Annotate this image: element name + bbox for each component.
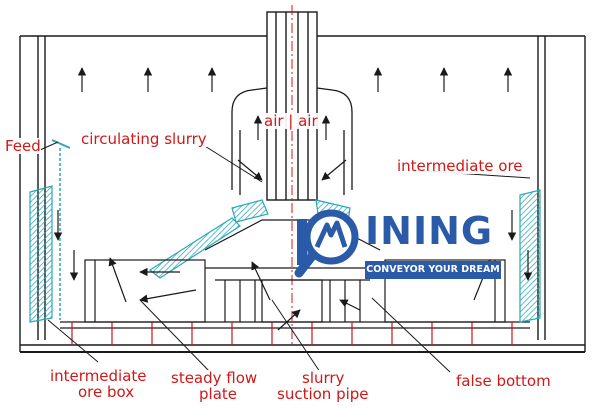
leader-lines bbox=[39, 141, 531, 373]
standpipe-housing bbox=[231, 87, 353, 195]
label-steady-flow-plate: steady flow plate bbox=[171, 369, 258, 403]
logo-slogan: CONVEYOR YOUR DREAM bbox=[365, 261, 501, 279]
logo-magnifier-icon bbox=[294, 209, 359, 278]
label-intermediate-ore-box: intermediate ore box bbox=[50, 368, 147, 400]
label-intermediate-ore-box-line2: ore box bbox=[78, 383, 135, 401]
label-steady-flow-plate-line1: steady flow bbox=[171, 369, 258, 387]
label-feed: Feed bbox=[5, 137, 41, 155]
label-intermediate-ore-box-line1: intermediate bbox=[50, 367, 147, 385]
label-false-bottom: false bottom bbox=[456, 372, 551, 390]
steady-flow-plate bbox=[84, 259, 506, 323]
label-slurry-suction-pipe-line2: suction pipe bbox=[277, 385, 369, 403]
false-bottom bbox=[60, 321, 530, 329]
brand-logo: INING CONVEYOR YOUR DREAM bbox=[293, 205, 503, 287]
false-bottom-supports bbox=[71, 322, 513, 345]
label-circulating-slurry: circulating slurry bbox=[81, 130, 207, 148]
label-steady-flow-plate-line2: plate bbox=[199, 385, 237, 403]
label-slurry-suction-pipe: slurry suction pipe bbox=[277, 370, 369, 402]
label-slurry-suction-pipe-line1: slurry bbox=[302, 369, 345, 387]
label-intermediate-ore: intermediate ore bbox=[397, 157, 523, 175]
logo-wordmark: INING bbox=[365, 209, 494, 253]
label-air: air | air bbox=[264, 112, 318, 130]
slurry-suction-pipe bbox=[261, 279, 323, 323]
